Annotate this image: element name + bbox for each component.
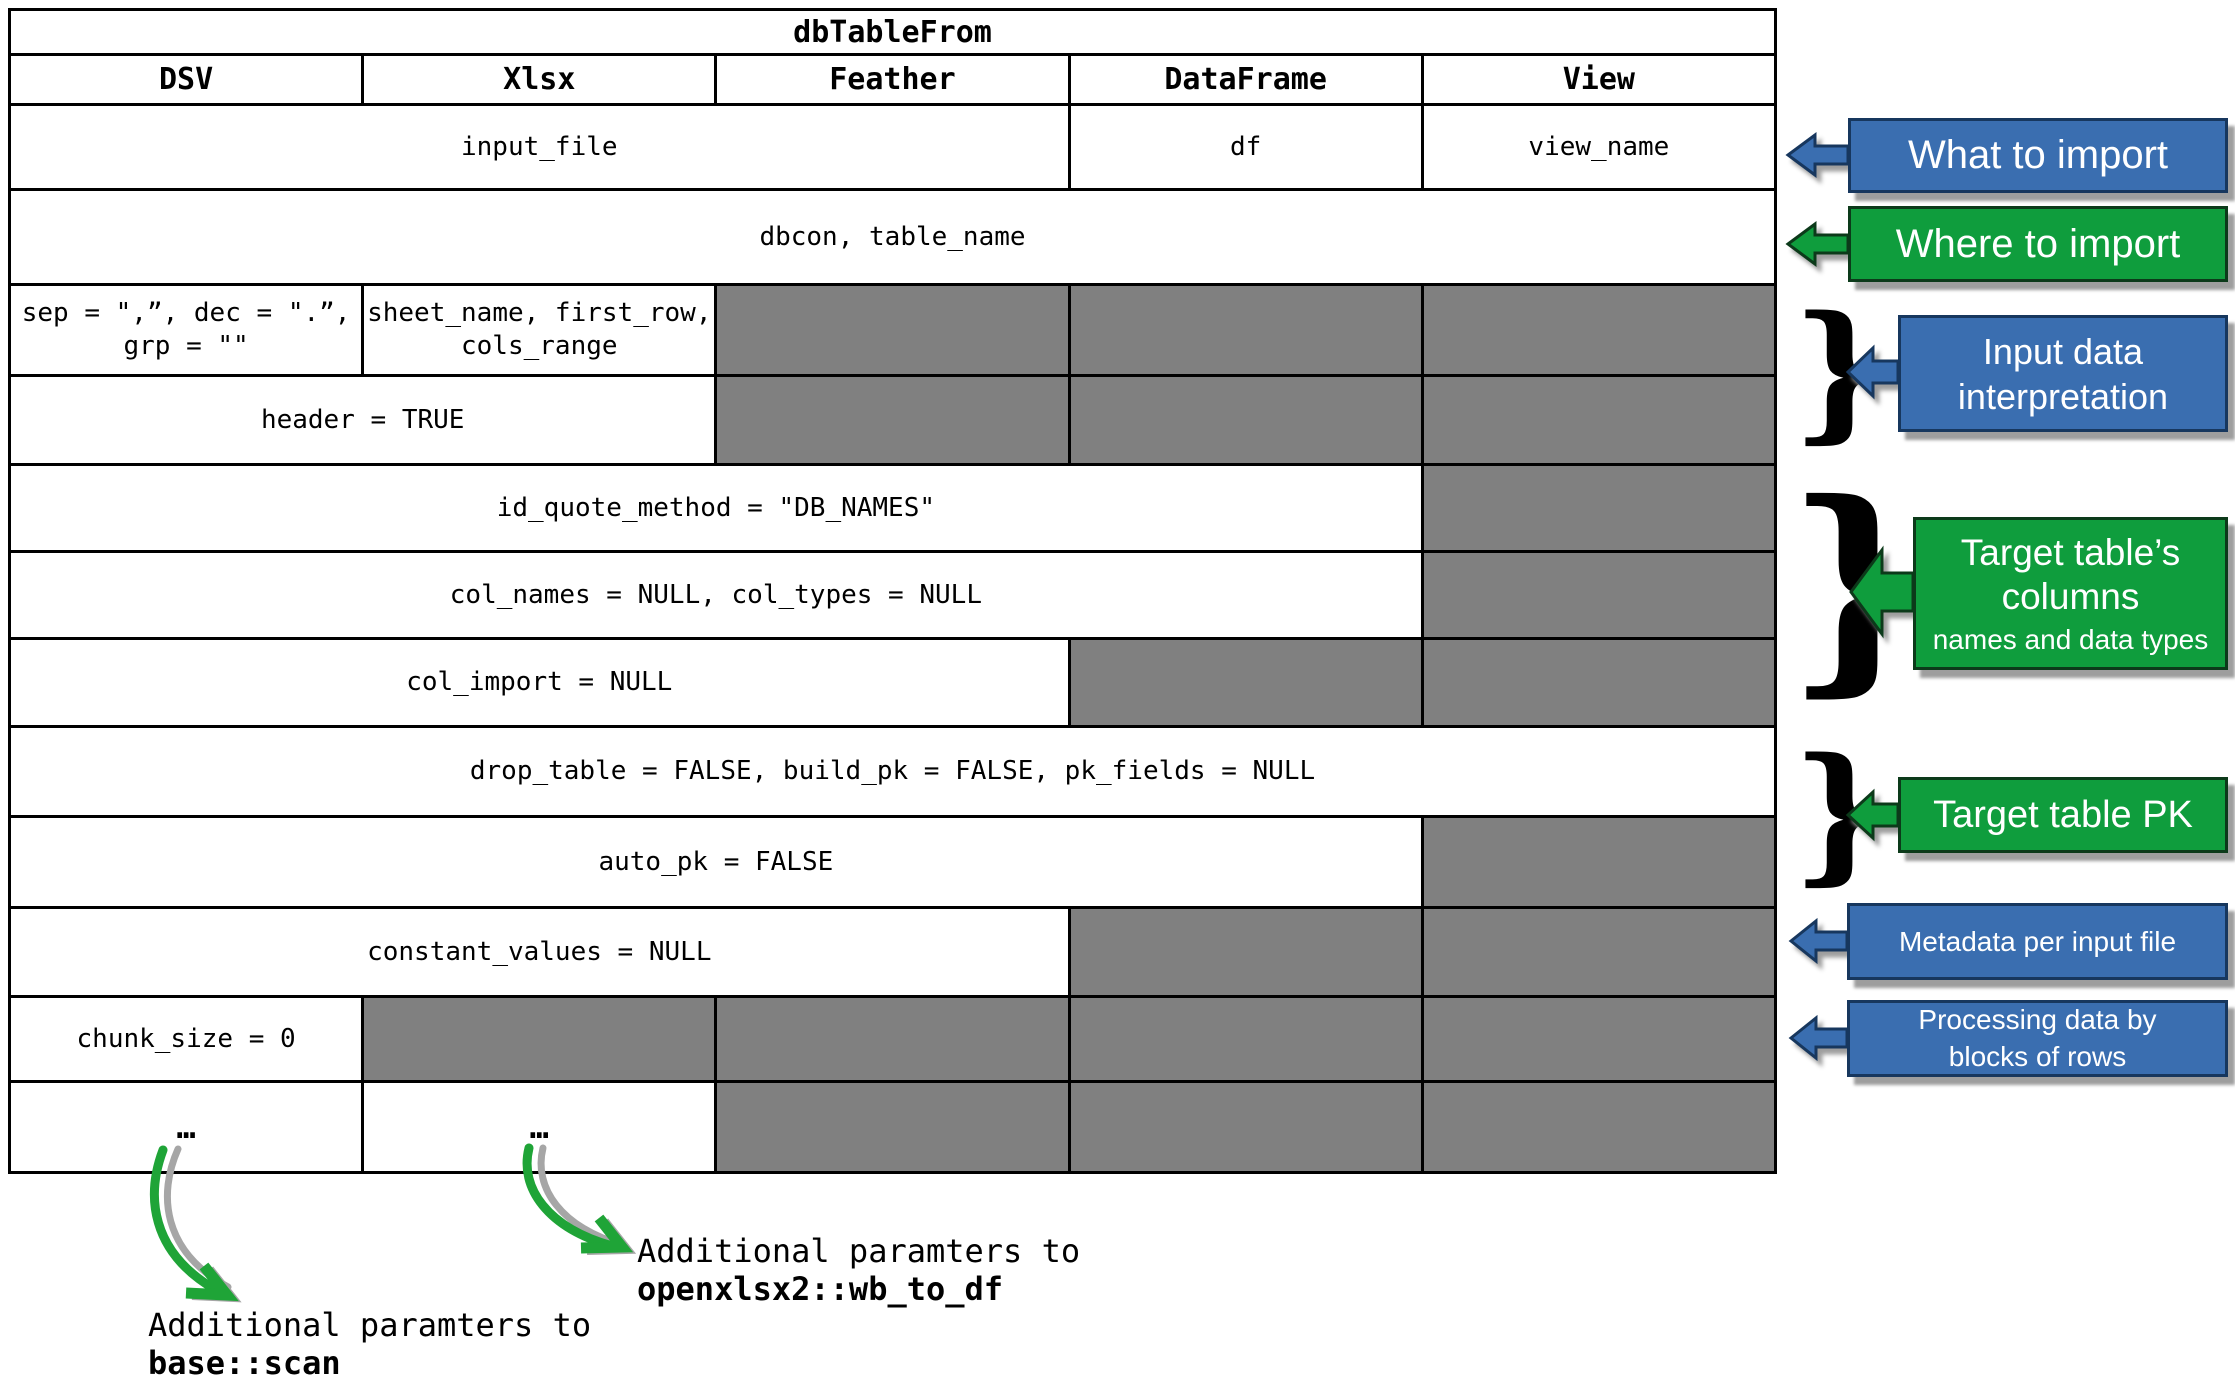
table-cell: drop_table = FALSE, build_pk = FALSE, pk… — [8, 725, 1777, 818]
column-header-dataframe: DataFrame — [1067, 53, 1424, 106]
left-block-arrow-icon — [1849, 545, 1915, 639]
note-text: Additional paramters to — [637, 1232, 1081, 1270]
column-header-dsv: DSV — [7, 53, 365, 106]
callout-label: Input data interpretation — [1957, 330, 2169, 417]
table-cell: … — [7, 1080, 365, 1174]
table-row: auto_pk = FALSE — [8, 815, 1778, 909]
callout-label-line1: Processing data by — [1918, 1004, 2157, 1036]
table-row: id_quote_method = "DB_NAMES" — [8, 463, 1778, 553]
table-cell-not-applicable — [1420, 815, 1778, 909]
table-cell-not-applicable — [1067, 995, 1424, 1083]
note-base-scan: Additional paramters to base::scan — [148, 1306, 591, 1380]
column-header-xlsx: Xlsx — [361, 53, 718, 106]
table-cell: sheet_name, first_row,cols_range — [361, 283, 718, 377]
table-cell: dbcon, table_name — [8, 188, 1777, 286]
callout-metadata-per-input-file: Metadata per input file — [1847, 903, 2228, 980]
note-code: base::scan — [148, 1344, 341, 1380]
callout-where-to-import: Where to import — [1848, 206, 2228, 282]
table-cell-not-applicable — [1420, 463, 1778, 553]
table-cell-not-applicable — [714, 995, 1071, 1083]
column-header-feather: Feather — [714, 53, 1071, 106]
table-cell-not-applicable — [1067, 637, 1424, 728]
table-cell: header = TRUE — [7, 374, 718, 466]
note-text: Additional paramters to — [148, 1306, 592, 1344]
callout-label: Target table’s columns — [1960, 532, 2181, 618]
table-cell: id_quote_method = "DB_NAMES" — [8, 463, 1424, 553]
table-row: dbcon, table_name — [8, 188, 1777, 286]
left-block-arrow-icon — [1785, 132, 1850, 178]
table-cell-not-applicable — [1420, 906, 1778, 998]
left-block-arrow-icon — [1845, 788, 1900, 842]
table-row: col_names = NULL, col_types = NULL — [8, 550, 1778, 640]
callout-processing-blocks: Processing data by blocks of rows — [1847, 1000, 2228, 1077]
left-block-arrow-icon — [1788, 917, 1849, 965]
table-cell: sep = ",”, dec = ".”,grp = "" — [7, 283, 365, 377]
table-cell-not-applicable — [1067, 374, 1424, 466]
table-cell-not-applicable — [1420, 637, 1778, 728]
callout-target-table-pk: Target table PK — [1898, 777, 2228, 853]
table-cell: auto_pk = FALSE — [8, 815, 1424, 909]
table-cell: view_name — [1420, 103, 1778, 191]
table-row: constant_values = NULL — [8, 906, 1778, 998]
table-cell-not-applicable — [1420, 995, 1778, 1083]
callout-what-to-import: What to import — [1848, 118, 2228, 193]
table-header-row: DSV Xlsx Feather DataFrame View — [7, 53, 1778, 106]
note-code: openxlsx2::wb_to_df — [637, 1270, 1004, 1308]
curved-arrow-icons — [150, 1143, 637, 1303]
callout-sublabel: names and data types — [1932, 623, 2209, 655]
column-header-view: View — [1420, 53, 1778, 106]
table-title: dbTableFrom — [8, 8, 1777, 56]
table-cell: chunk_size = 0 — [7, 995, 365, 1083]
table-row: …… — [7, 1080, 1778, 1174]
table-cell-not-applicable — [714, 374, 1071, 466]
callout-label: Metadata per input file — [1898, 925, 2177, 957]
table-cell-not-applicable — [1420, 550, 1778, 640]
table-row: header = TRUE — [7, 374, 1778, 466]
callout-label-line2: blocks of rows — [1948, 1040, 2127, 1072]
table-cell-not-applicable — [714, 283, 1071, 377]
table-cell-not-applicable — [361, 995, 718, 1083]
table-cell: constant_values = NULL — [8, 906, 1071, 998]
table-row: chunk_size = 0 — [7, 995, 1778, 1083]
callout-input-data-interpretation: Input data interpretation — [1898, 315, 2228, 432]
table-row: sep = ",”, dec = ".”,grp = ""sheet_name,… — [7, 283, 1778, 377]
table-cell-not-applicable — [1067, 1080, 1424, 1174]
table-row: col_import = NULL — [8, 637, 1778, 728]
table-row: drop_table = FALSE, build_pk = FALSE, pk… — [8, 725, 1777, 818]
table-cell-not-applicable — [1067, 906, 1424, 998]
table-cell: col_names = NULL, col_types = NULL — [8, 550, 1424, 640]
table-cell-not-applicable — [1420, 374, 1778, 466]
table-cell-not-applicable — [714, 1080, 1071, 1174]
callout-label: Target table PK — [1933, 793, 2193, 836]
table-cell: df — [1067, 103, 1424, 191]
left-block-arrow-icon — [1845, 344, 1900, 400]
callout-target-table-columns: Target table’s columns names and data ty… — [1913, 517, 2228, 670]
table-cell-not-applicable — [1067, 283, 1424, 377]
note-openxlsx2: Additional paramters to openxlsx2::wb_to… — [637, 1232, 1080, 1308]
parameter-table: dbTableFrom DSV Xlsx Feather DataFrame V… — [7, 8, 1778, 1174]
table-cell-not-applicable — [1420, 283, 1778, 377]
table-cell: col_import = NULL — [8, 637, 1071, 728]
table-cell: input_file — [8, 103, 1071, 191]
callout-label: Where to import — [1895, 221, 2181, 266]
table-title-row: dbTableFrom — [8, 8, 1777, 56]
left-block-arrow-icon — [1785, 221, 1850, 267]
table-cell-not-applicable — [1420, 1080, 1778, 1174]
callout-label: What to import — [1907, 133, 2169, 177]
left-block-arrow-icon — [1788, 1014, 1849, 1062]
